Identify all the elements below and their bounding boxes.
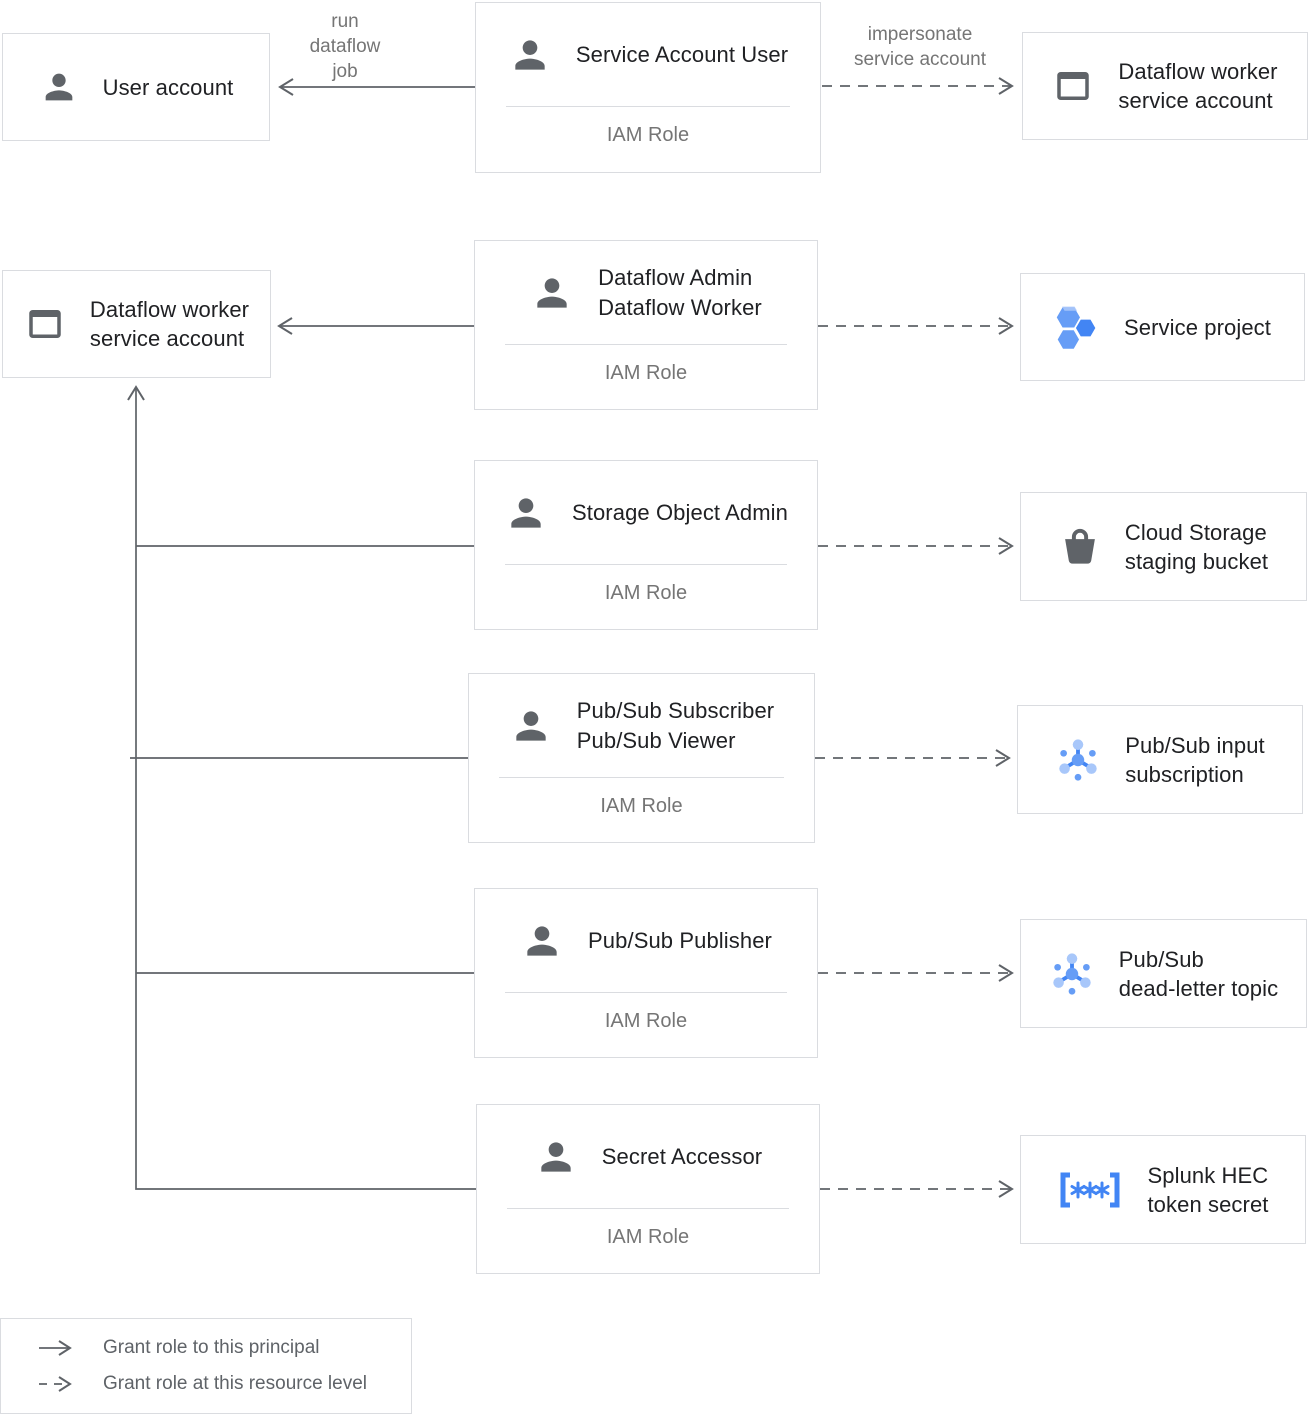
edge-label-line: job (332, 61, 358, 82)
legend-solid-label: Grant role to this principal (103, 1337, 320, 1358)
edge-label-line: impersonate (867, 24, 973, 45)
iam-role-label: IAM Role (604, 362, 688, 384)
iam-role-label: IAM Role (600, 795, 683, 817)
node-cloud-storage-bucket: Cloud Storage staging bucket (1020, 492, 1307, 601)
divider (505, 992, 787, 993)
iam-role-label: IAM Role (606, 124, 690, 146)
node-dataflow-worker-sa-left: Dataflow worker service account (2, 270, 271, 378)
node-user-account: User account (2, 33, 270, 141)
role-title: Pub/Sub Publisher (588, 927, 772, 953)
edge-label-run-dataflow-job: run dataflow job (285, 9, 405, 84)
person-icon (534, 1135, 578, 1179)
bucket-icon (1059, 526, 1101, 568)
node-label-line: Cloud Storage (1124, 519, 1267, 545)
divider (499, 777, 784, 778)
legend-dashed-label: Grant role at this resource level (103, 1373, 368, 1394)
legend-row-solid: Grant role to this principal (1, 1337, 411, 1359)
node-label-line: service account (89, 326, 245, 351)
role-card-pubsub-publisher: Pub/Sub Publisher IAM Role (474, 888, 818, 1058)
iam-role-label: IAM Role (606, 1226, 690, 1248)
role-title: Service Account User (575, 41, 789, 67)
person-icon (508, 33, 552, 77)
person-icon (504, 491, 548, 535)
role-card-secret-accessor: Secret Accessor IAM Role (476, 1104, 820, 1274)
node-label-line: dead-letter topic (1118, 975, 1279, 1001)
node-label-line: Pub/Sub (1118, 946, 1204, 972)
person-icon (39, 67, 79, 107)
node-label: User account (102, 74, 234, 100)
role-card-service-account-user: Service Account User IAM Role (475, 2, 821, 173)
node-label-line: Dataflow worker (1118, 59, 1278, 84)
node-pubsub-input-subscription: Pub/Sub input subscription (1017, 705, 1303, 814)
divider (507, 1208, 789, 1209)
node-label-line: Splunk HEC (1147, 1162, 1269, 1188)
person-icon (520, 919, 564, 963)
person-icon (509, 704, 553, 748)
edge-label-line: service account (853, 49, 986, 70)
edge-label-line: run (331, 11, 359, 32)
node-label-line: token secret (1147, 1191, 1269, 1217)
iam-role-label: IAM Role (604, 582, 688, 604)
role-title: Secret Accessor (601, 1143, 763, 1169)
person-icon (530, 271, 574, 315)
role-title: Pub/Sub Subscriber (576, 697, 775, 723)
service-account-icon (24, 303, 66, 345)
pubsub-icon (1055, 737, 1101, 783)
role-title: Storage Object Admin (571, 499, 788, 525)
node-splunk-hec-secret: Splunk HEC token secret (1020, 1135, 1306, 1244)
node-label-line: subscription (1125, 761, 1244, 787)
role-card-dataflow-admin: Dataflow Admin Dataflow Worker IAM Role (474, 240, 818, 410)
project-hexagons-icon (1054, 304, 1100, 350)
node-label-line: Dataflow worker (89, 297, 250, 322)
pubsub-icon (1049, 951, 1095, 997)
iam-role-label: IAM Role (604, 1010, 688, 1032)
divider (505, 344, 787, 345)
edge-label-impersonate: impersonate service account (825, 22, 1015, 72)
node-pubsub-deadletter-topic: Pub/Sub dead-letter topic (1020, 919, 1307, 1028)
node-label-line: staging bucket (1124, 548, 1269, 574)
role-title: Dataflow Admin (598, 264, 753, 290)
solid-arrow-icon (37, 1338, 83, 1358)
service-account-icon (1052, 65, 1094, 107)
dashed-arrow-icon (37, 1374, 83, 1394)
divider (506, 106, 790, 107)
divider (505, 564, 787, 565)
role-card-pubsub-subscriber: Pub/Sub Subscriber Pub/Sub Viewer IAM Ro… (468, 673, 815, 843)
node-dataflow-worker-sa-right: Dataflow worker service account (1022, 32, 1308, 140)
node-label-line: service account (1118, 88, 1273, 113)
node-label-line: Pub/Sub input (1125, 732, 1265, 758)
secret-icon (1057, 1168, 1123, 1212)
legend-row-dashed: Grant role at this resource level (1, 1373, 411, 1395)
role-card-storage-object-admin: Storage Object Admin IAM Role (474, 460, 818, 630)
node-service-project: Service project (1020, 273, 1305, 381)
edge-label-line: dataflow (309, 36, 381, 57)
node-label: Service project (1123, 314, 1271, 340)
role-title: Pub/Sub Viewer (576, 727, 736, 753)
role-title: Dataflow Worker (598, 294, 762, 320)
legend: Grant role to this principal Grant role … (0, 1318, 412, 1414)
edge-trunk-to-worker-sa (127, 385, 476, 1190)
